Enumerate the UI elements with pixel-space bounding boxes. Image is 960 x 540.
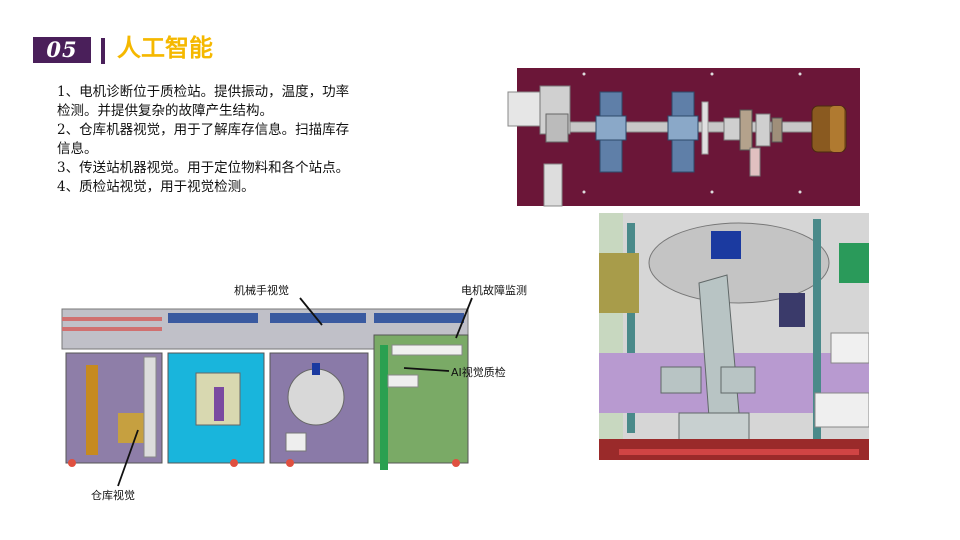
leader-line-motor [455,297,473,339]
robot-arm-station-image [599,213,869,460]
section-title: 人工智能 [117,34,213,62]
callout-warehouse-vision: 仓库视觉 [91,489,135,502]
production-line-layout-image [58,305,472,473]
section-number-badge: 05 [33,37,91,63]
leader-line-warehouse [117,429,139,487]
description-item-2: 2、仓库机器视觉，用于了解库存信息。扫描库存信息。 [57,122,350,157]
motor-diagnosis-image [500,64,877,210]
leader-line-robot-arm [299,297,323,326]
callout-robot-arm-vision: 机械手视觉 [234,284,289,297]
description-item-3: 3、传送站机器视觉。用于定位物料和各个站点。 [57,160,350,176]
header-divider [101,38,105,64]
callout-ai-vision-inspection: AI视觉质检 [451,366,506,379]
description-text: 1、电机诊断位于质检站。提供振动，温度，功率检测。并提供复杂的故障产生结构。 2… [57,83,357,197]
description-item-4: 4、质检站视觉，用于视觉检测。 [57,179,255,195]
description-item-1: 1、电机诊断位于质检站。提供振动，温度，功率检测。并提供复杂的故障产生结构。 [57,84,350,119]
callout-motor-fault-monitoring: 电机故障监测 [461,284,527,297]
leader-line-ai [403,367,450,372]
